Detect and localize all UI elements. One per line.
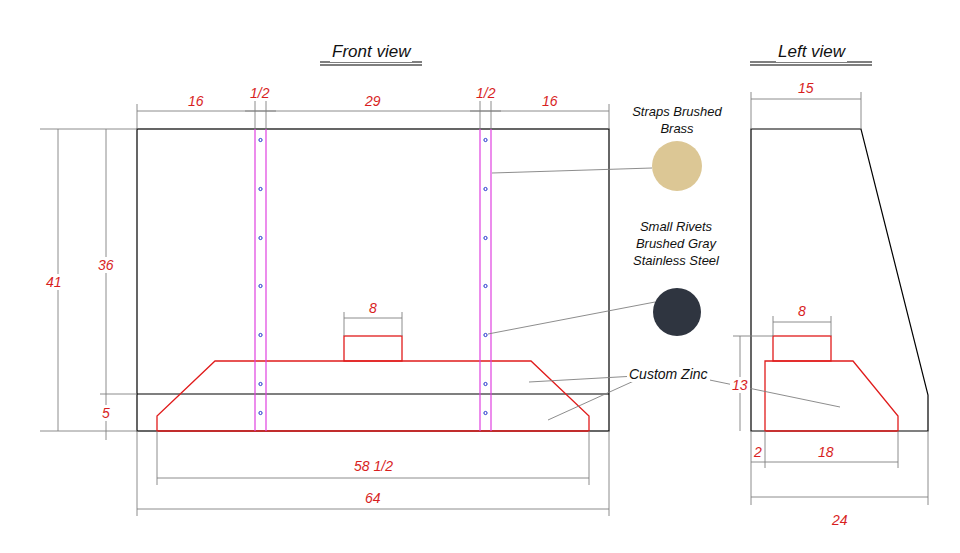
dimension: 8 <box>367 300 379 316</box>
dimension: 13 <box>730 377 750 393</box>
material-swatch <box>653 288 701 336</box>
rivet-symbol <box>484 382 487 385</box>
dimension: 58 1/2 <box>352 458 395 474</box>
rivet-symbol <box>259 333 262 336</box>
dimension: 8 <box>796 303 808 319</box>
rivet-symbol <box>484 138 487 141</box>
rivet-symbol <box>484 284 487 287</box>
dimension: 18 <box>816 444 836 460</box>
rivet-symbol <box>484 187 487 190</box>
dimension: 1/2 <box>474 85 497 101</box>
rivet-symbol <box>259 284 262 287</box>
rivet-symbol <box>259 236 262 239</box>
rivet-symbol <box>259 187 262 190</box>
material-callout: Custom Zinc <box>627 366 710 382</box>
dimension: 36 <box>96 257 116 273</box>
dimension: 16 <box>186 93 206 109</box>
dimension: 16 <box>540 93 560 109</box>
rivet-symbol <box>259 411 262 414</box>
dimension: 1/2 <box>248 85 271 101</box>
rivet-symbol <box>259 138 262 141</box>
dimension: 15 <box>796 80 816 96</box>
view-title: Left view <box>776 42 847 62</box>
view-title: Front view <box>330 42 412 62</box>
material-swatch <box>652 141 702 191</box>
rivet-symbol <box>484 236 487 239</box>
dimension: 64 <box>363 490 383 506</box>
rivet-symbol <box>259 382 262 385</box>
legend-text: Small Rivets Brushed Gray Stainless Stee… <box>623 218 729 269</box>
dimension: 41 <box>44 274 64 290</box>
rivet-symbol <box>484 333 487 336</box>
dimension: 29 <box>363 93 383 109</box>
dimension: 24 <box>830 512 850 528</box>
legend-text: Straps Brushed Brass <box>629 103 725 137</box>
dimension: 5 <box>100 405 112 421</box>
dimension: 2 <box>752 444 764 460</box>
rivet-symbol <box>484 411 487 414</box>
